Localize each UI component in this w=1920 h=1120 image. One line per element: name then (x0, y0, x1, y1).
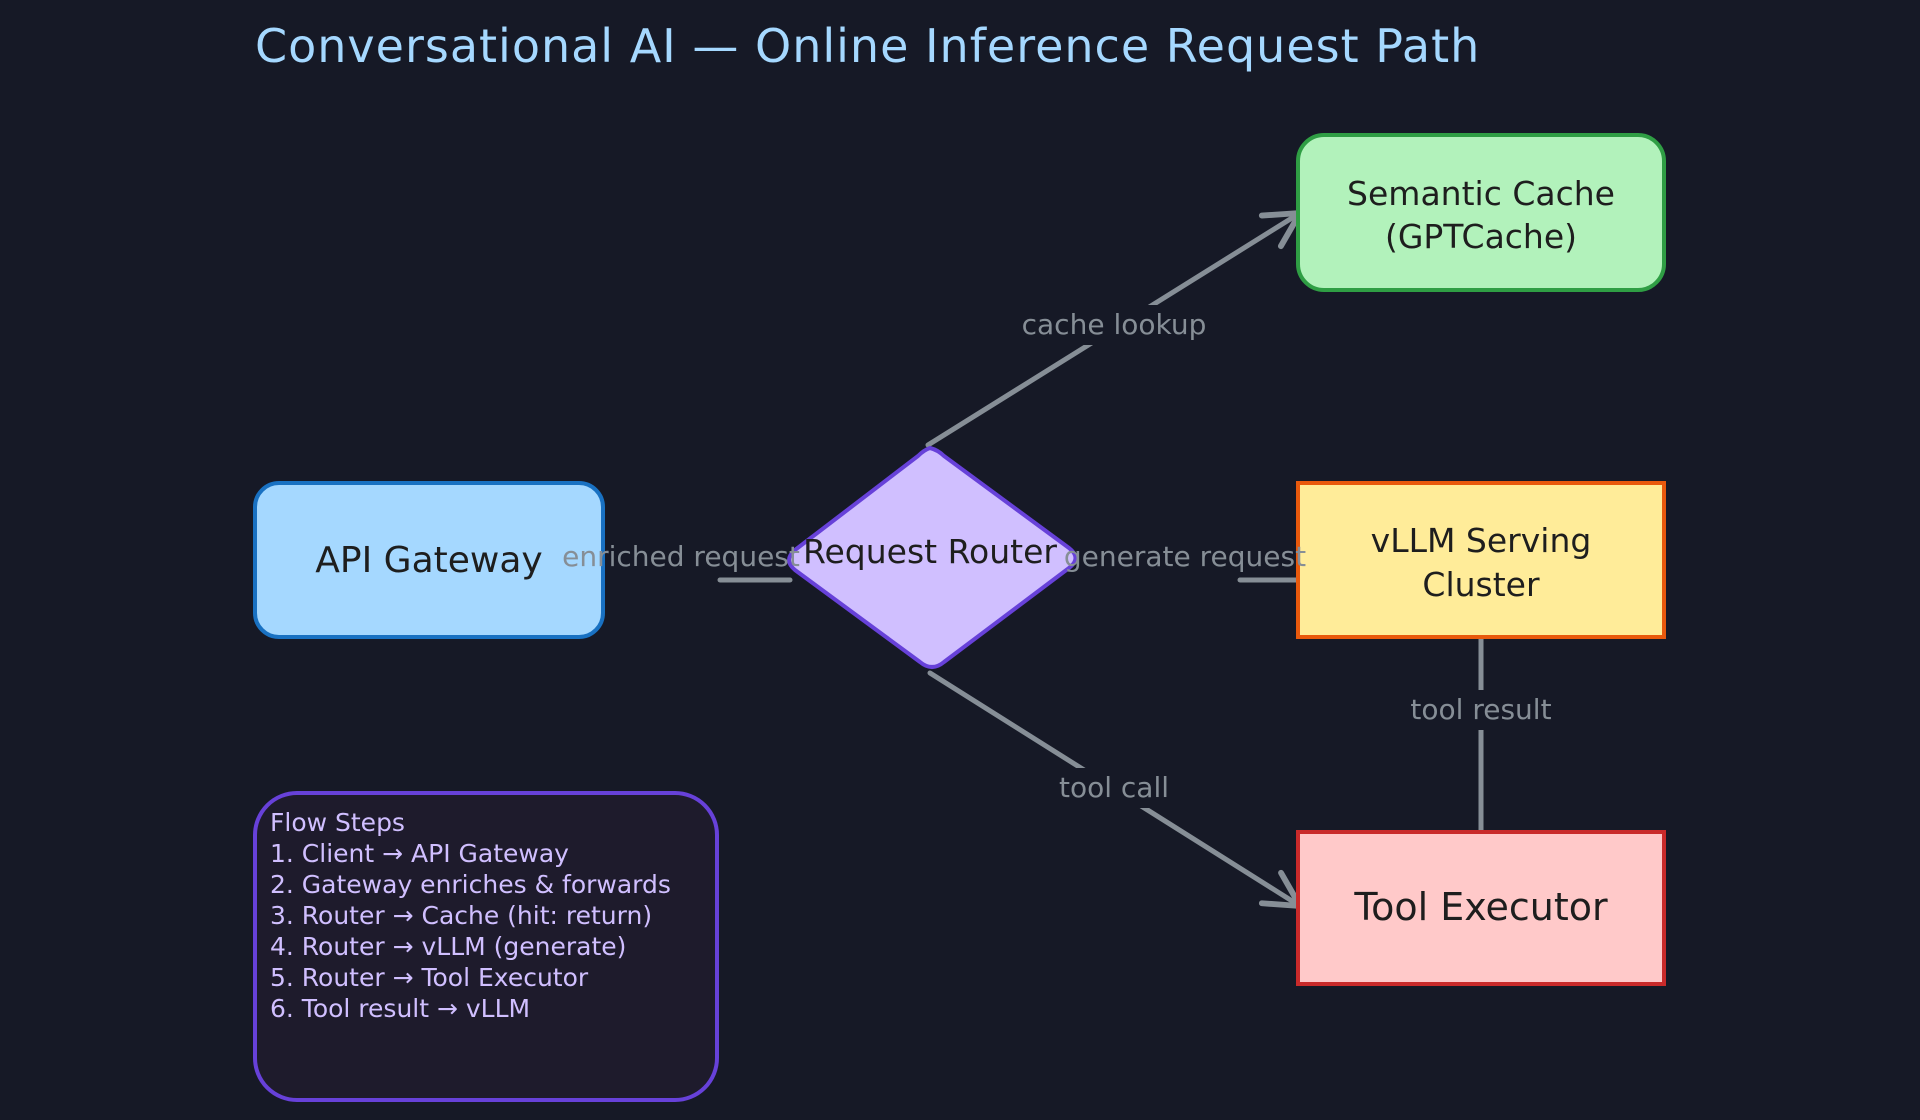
flow-steps-heading: Flow Steps (270, 808, 405, 837)
flow-step-6: 6. Tool result → vLLM (270, 994, 530, 1023)
tool-call-label: tool call (1059, 771, 1169, 804)
vllm-cluster-label-line1: vLLM Serving (1371, 521, 1592, 560)
flow-step-2: 2. Gateway enriches & forwards (270, 870, 671, 899)
vllm-cluster-label-line2: Cluster (1422, 565, 1540, 604)
flow-step-1: 1. Client → API Gateway (270, 839, 569, 868)
flow-steps-panel: Flow Steps 1. Client → API Gateway 2. Ga… (253, 791, 719, 1102)
tool-result-label-bg (1400, 690, 1562, 730)
vllm-cluster-node[interactable]: vLLM Serving Cluster (1296, 481, 1666, 639)
diagram-title: Conversational AI — Online Inference Req… (255, 19, 1480, 73)
enriched-request-label: enriched request (562, 540, 800, 573)
request-router-node[interactable] (787, 445, 1078, 669)
cache-lookup-label-bg (1026, 305, 1201, 345)
flow-step-3: 3. Router → Cache (hit: return) (270, 901, 652, 930)
tool-result-label: tool result (1410, 693, 1551, 726)
cache-lookup-label: cache lookup (1022, 308, 1207, 341)
api-gateway-node[interactable]: API Gateway (253, 481, 605, 639)
tool-executor-node[interactable]: Tool Executor (1296, 830, 1666, 986)
semantic-cache-node[interactable]: Semantic Cache (GPTCache) (1296, 133, 1666, 292)
tool-executor-label: Tool Executor (1353, 885, 1608, 929)
tool-call-label-bg (1050, 768, 1180, 808)
semantic-cache-label-line2: (GPTCache) (1385, 217, 1577, 256)
request-router-label: Request Router (803, 532, 1057, 571)
semantic-cache-label-line1: Semantic Cache (1347, 174, 1615, 213)
flow-step-4: 4. Router → vLLM (generate) (270, 932, 626, 961)
api-gateway-label: API Gateway (315, 540, 542, 581)
generate-request-label: generate request (1064, 540, 1306, 573)
flow-step-5: 5. Router → Tool Executor (270, 963, 589, 992)
